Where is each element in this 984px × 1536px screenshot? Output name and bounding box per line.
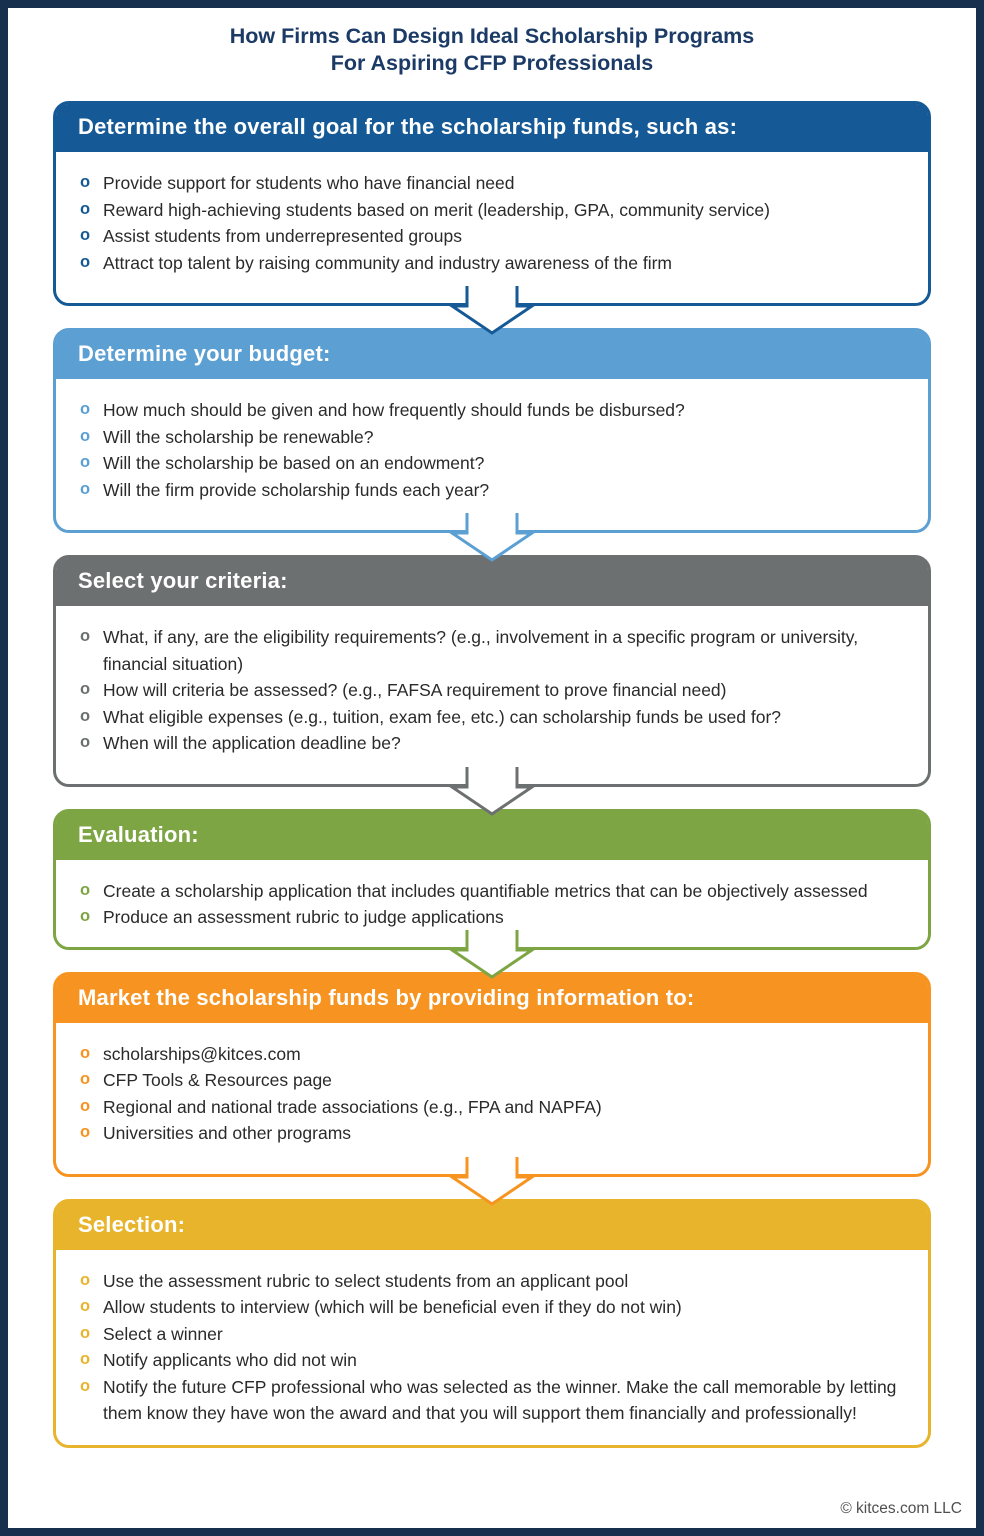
bullet-item: o Universities and other programs xyxy=(80,1120,906,1147)
bullet-text: Create a scholarship application that in… xyxy=(103,880,868,901)
bullet-text: Attract top talent by raising community … xyxy=(103,252,673,273)
section-selection: Selection: o Use the assessment rubric to… xyxy=(53,1198,931,1448)
section-evaluation-header: Evaluation: xyxy=(56,811,928,860)
section-goal: Determine the overall goal for the schol… xyxy=(53,101,931,306)
bullet-item: o When will the application deadline be? xyxy=(80,730,906,757)
section-criteria-list: o What, if any, are the eligibility requi… xyxy=(78,624,906,757)
bullet-item: o Select a winner xyxy=(80,1321,906,1348)
bullet-marker-icon: o xyxy=(80,880,91,899)
section-goal-list: o Provide support for students who have f… xyxy=(78,170,906,276)
bullet-text: Assist students from underrepresented gr… xyxy=(103,226,462,246)
bullet-marker-icon: o xyxy=(80,907,91,925)
bullet-marker-icon: o xyxy=(80,627,91,645)
bullet-text: scholarships@kitces.com xyxy=(103,1043,301,1064)
down-arrow-icon xyxy=(447,286,537,335)
section-selection-list: o Use the assessment rubric to select stu… xyxy=(78,1268,906,1427)
bullet-item: o Assist students from underrepresented g… xyxy=(80,223,906,250)
bullet-text: Select a winner xyxy=(103,1323,223,1344)
page-title: How Firms Can Design Ideal Scholarship P… xyxy=(8,23,976,77)
bullet-text: When will the application deadline be? xyxy=(103,733,401,753)
down-arrow-icon xyxy=(447,929,537,979)
page-title-line2: For Aspiring CFP Professionals xyxy=(330,51,654,75)
bullet-marker-icon: o xyxy=(80,1270,91,1289)
section-goal-header: Determine the overall goal for the schol… xyxy=(56,104,928,152)
bullet-text: What eligible expenses (e.g., tuition, e… xyxy=(103,706,782,727)
section-evaluation-list: o Create a scholarship application that i… xyxy=(78,878,906,931)
bullet-item: o Reward high-achieving students based on… xyxy=(80,197,906,224)
bullet-text: Will the scholarship be renewable? xyxy=(103,426,374,447)
bullet-marker-icon: o xyxy=(80,1297,91,1315)
page-title-line1: How Firms Can Design Ideal Scholarship P… xyxy=(229,24,755,48)
bullet-marker-icon: o xyxy=(80,252,91,271)
bullet-marker-icon: o xyxy=(80,1350,91,1368)
bullet-marker-icon: o xyxy=(80,1070,91,1088)
bullet-marker-icon: o xyxy=(80,1096,91,1115)
bullet-marker-icon: o xyxy=(80,400,91,418)
bullet-marker-icon: o xyxy=(80,199,91,218)
bullet-text: What, if any, are the eligibility requir… xyxy=(103,627,859,674)
bullet-marker-icon: o xyxy=(80,1323,91,1342)
bullet-text: Allow students to interview (which will … xyxy=(103,1297,682,1317)
bullet-text: How will criteria be assessed? (e.g., FA… xyxy=(103,680,727,700)
section-criteria: Select your criteria: o What, if any, are… xyxy=(53,555,931,787)
bullet-marker-icon: o xyxy=(80,1376,91,1395)
bullet-item: o scholarships@kitces.com xyxy=(80,1041,906,1068)
bullet-marker-icon: o xyxy=(80,479,91,498)
bullet-text: Notify applicants who did not win xyxy=(103,1350,357,1370)
down-arrow-icon xyxy=(447,766,537,816)
bullet-text: Will the firm provide scholarship funds … xyxy=(103,479,490,500)
bullet-item: o How much should be given and how freque… xyxy=(80,397,906,424)
bullet-text: Produce an assessment rubric to judge ap… xyxy=(103,907,504,927)
bullet-marker-icon: o xyxy=(80,733,91,751)
section-marketing: Market the scholarship funds by providin… xyxy=(53,971,931,1177)
bullet-item: o Will the scholarship be based on an end… xyxy=(80,450,906,477)
bullet-item: o Provide support for students who have f… xyxy=(80,170,906,197)
copyright-text: © kitces.com LLC xyxy=(840,1500,962,1517)
section-selection-header: Selection: xyxy=(56,1201,928,1250)
section-budget-header: Determine your budget: xyxy=(56,331,928,379)
bullet-text: CFP Tools & Resources page xyxy=(103,1070,332,1090)
bullet-item: o What eligible expenses (e.g., tuition, … xyxy=(80,704,906,731)
bullet-item: o Notify applicants who did not win xyxy=(80,1347,906,1374)
bullet-item: o CFP Tools & Resources page xyxy=(80,1067,906,1094)
bullet-item: o Allow students to interview (which will… xyxy=(80,1294,906,1321)
bullet-marker-icon: o xyxy=(80,1123,91,1141)
bullet-marker-icon: o xyxy=(80,426,91,445)
section-criteria-header: Select your criteria: xyxy=(56,558,928,606)
section-budget-list: o How much should be given and how freque… xyxy=(78,397,906,503)
bullet-item: o Will the firm provide scholarship funds… xyxy=(80,477,906,504)
bullet-marker-icon: o xyxy=(80,706,91,725)
down-arrow-icon xyxy=(447,1156,537,1206)
bullet-text: Universities and other programs xyxy=(103,1123,352,1143)
bullet-item: o Create a scholarship application that i… xyxy=(80,878,906,905)
bullet-marker-icon: o xyxy=(80,453,91,471)
bullet-item: o Produce an assessment rubric to judge a… xyxy=(80,904,906,931)
bullet-marker-icon: o xyxy=(80,1043,91,1062)
bullet-item: o Regional and national trade association… xyxy=(80,1094,906,1121)
down-arrow-icon xyxy=(447,513,537,562)
section-evaluation: Evaluation: o Create a scholarship applic… xyxy=(53,808,931,950)
bullet-text: Provide support for students who have fi… xyxy=(103,173,515,193)
bullet-text: Regional and national trade associations… xyxy=(103,1096,602,1117)
bullet-item: o What, if any, are the eligibility requi… xyxy=(80,624,906,677)
bullet-text: How much should be given and how frequen… xyxy=(103,400,685,420)
bullet-marker-icon: o xyxy=(80,680,91,698)
bullet-text: Will the scholarship be based on an endo… xyxy=(103,453,485,473)
bullet-text: Reward high-achieving students based on … xyxy=(103,199,770,220)
bullet-text: Notify the future CFP professional who w… xyxy=(103,1376,897,1424)
bullet-item: o Use the assessment rubric to select stu… xyxy=(80,1268,906,1295)
bullet-text: Use the assessment rubric to select stud… xyxy=(103,1270,629,1291)
bullet-item: o Will the scholarship be renewable? xyxy=(80,424,906,451)
bullet-item: o Attract top talent by raising community… xyxy=(80,250,906,277)
bullet-item: o Notify the future CFP professional who … xyxy=(80,1374,906,1427)
bullet-item: o How will criteria be assessed? (e.g., F… xyxy=(80,677,906,704)
bullet-marker-icon: o xyxy=(80,173,91,191)
bullet-marker-icon: o xyxy=(80,226,91,244)
section-budget: Determine your budget: o How much should … xyxy=(53,328,931,533)
section-marketing-header: Market the scholarship funds by providin… xyxy=(56,974,928,1023)
